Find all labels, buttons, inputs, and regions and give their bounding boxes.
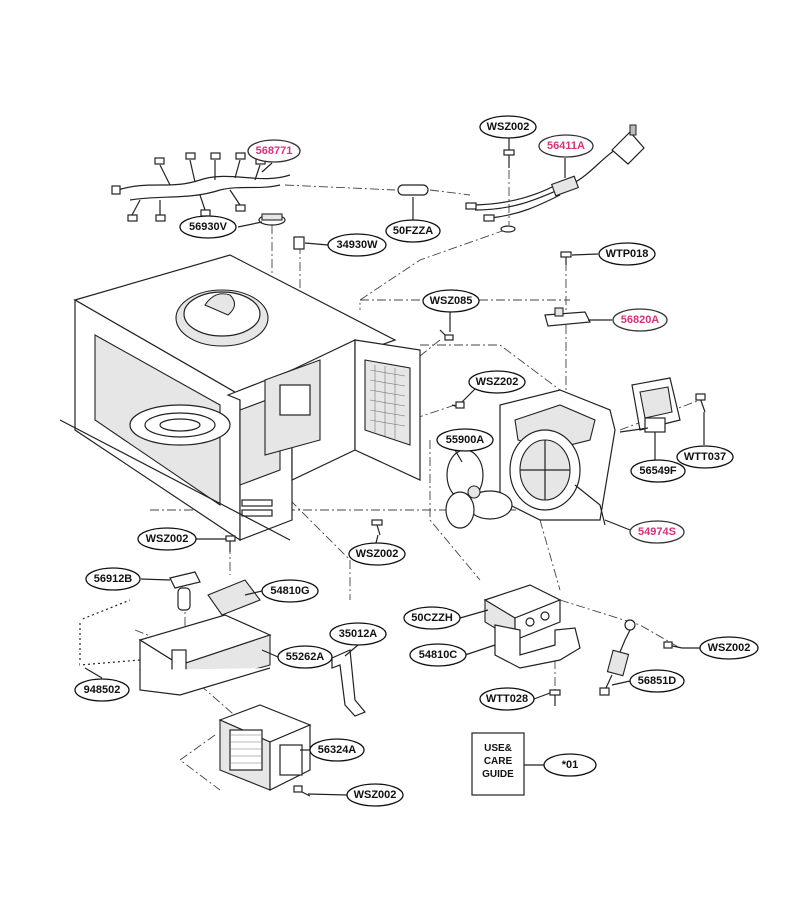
- gasket-948502: [78, 598, 141, 668]
- label-56549F: 56549F: [630, 459, 686, 483]
- svg-text:55262A: 55262A: [286, 651, 325, 663]
- screw-wtt028: [549, 689, 561, 706]
- fan-duct-part: [499, 389, 616, 526]
- guide-line-2: CARE: [484, 756, 513, 767]
- label-56912B: 56912B: [85, 567, 141, 591]
- screw-wtp018: [560, 251, 572, 265]
- label-56411A: 56411A: [538, 134, 594, 158]
- power-cord-part: [465, 124, 645, 233]
- screw-wtt037: [695, 393, 706, 413]
- fuse-part: [397, 184, 429, 196]
- magnetron-56324a: [218, 704, 312, 791]
- svg-text:WSZ002: WSZ002: [146, 533, 189, 545]
- guide-line-3: GUIDE: [482, 769, 514, 780]
- screw-wsz002-left: [225, 535, 236, 552]
- diode-56851d: [599, 619, 636, 696]
- svg-text:56549F: 56549F: [639, 465, 677, 477]
- thermostat-part: [258, 213, 286, 226]
- screw-wsz002-bottom: [293, 785, 311, 797]
- microwave-cavity-part: [59, 254, 421, 542]
- label-54810C: 54810C: [409, 643, 467, 667]
- label-WTP018: WTP018: [598, 242, 656, 266]
- svg-text:WSZ085: WSZ085: [430, 295, 473, 307]
- fan-blade-part: [445, 449, 513, 529]
- bracket-54810c: [494, 624, 581, 669]
- label-56851D: 56851D: [629, 669, 685, 693]
- label-54810G: 54810G: [261, 579, 319, 603]
- svg-text:WSZ002: WSZ002: [356, 548, 399, 560]
- label-56930V: 56930V: [179, 215, 237, 239]
- label-35012A: 35012A: [329, 622, 387, 646]
- thermal-fuse-56912b: [169, 571, 201, 611]
- label-56820A: 56820A: [612, 308, 668, 332]
- label-WSZ202: WSZ202: [468, 370, 526, 394]
- label-50FZZA: 50FZZA: [385, 219, 441, 243]
- svg-text:WTP018: WTP018: [606, 248, 649, 260]
- screw-wsz002-right: [663, 641, 683, 649]
- svg-text:55900A: 55900A: [446, 434, 485, 446]
- svg-text:*01: *01: [562, 759, 579, 771]
- bracket-35012a: [331, 649, 366, 717]
- svg-text:54810G: 54810G: [270, 585, 309, 597]
- plate-54810g: [207, 579, 261, 616]
- label-34930W: 34930W: [327, 233, 387, 257]
- wire-harness-part: [111, 152, 291, 222]
- label-WSZ002-left: WSZ002: [137, 527, 197, 551]
- label-WSZ002-mid: WSZ002: [348, 542, 406, 566]
- label-connectors: [84, 137, 705, 796]
- screw-wsz085: [439, 329, 454, 341]
- label-WSZ002-bottom: WSZ002: [346, 783, 404, 807]
- svg-text:WSZ002: WSZ002: [354, 789, 397, 801]
- svg-text:34930W: 34930W: [337, 239, 379, 251]
- svg-text:56820A: 56820A: [621, 314, 660, 326]
- fan-motor-part: [619, 377, 681, 433]
- label-55262A: 55262A: [277, 645, 333, 669]
- label-56324A: 56324A: [309, 738, 365, 762]
- svg-text:50CZZH: 50CZZH: [411, 612, 453, 624]
- label-WSZ002-right: WSZ002: [699, 636, 759, 660]
- label-WSZ085: WSZ085: [422, 289, 480, 313]
- svg-text:56411A: 56411A: [547, 140, 585, 152]
- svg-text:WTT037: WTT037: [684, 451, 726, 463]
- svg-text:54974S: 54974S: [638, 526, 676, 538]
- svg-text:35012A: 35012A: [339, 628, 378, 640]
- svg-text:WSZ202: WSZ202: [476, 376, 519, 388]
- screw-top: [503, 149, 515, 168]
- bracket-56820a: [544, 307, 591, 327]
- svg-text:568771: 568771: [256, 145, 293, 157]
- label-WTT037: WTT037: [676, 445, 734, 469]
- label-01: *01: [543, 753, 597, 777]
- guide-line-1: USE&: [484, 743, 512, 754]
- svg-text:WSZ002: WSZ002: [708, 642, 751, 654]
- label-568771: 568771: [247, 139, 301, 163]
- label-50CZZH: 50CZZH: [403, 606, 461, 630]
- screw-wsz002-mid: [371, 519, 383, 536]
- use-care-guide-book: USE& CARE GUIDE: [471, 732, 525, 796]
- label-54974S: 54974S: [629, 520, 685, 544]
- label-WTT028: WTT028: [479, 687, 535, 711]
- svg-text:50FZZA: 50FZZA: [393, 225, 433, 237]
- screw-wsz202: [451, 401, 465, 409]
- svg-text:WTT028: WTT028: [486, 693, 528, 705]
- svg-text:54810C: 54810C: [419, 649, 458, 661]
- svg-text:56930V: 56930V: [189, 221, 228, 233]
- switch-part: [293, 236, 305, 250]
- transformer-cover-55262a: [138, 614, 272, 696]
- svg-text:948502: 948502: [84, 684, 121, 696]
- label-WSZ002-top: WSZ002: [479, 115, 537, 139]
- svg-text:56912B: 56912B: [94, 573, 133, 585]
- svg-text:56851D: 56851D: [638, 675, 677, 687]
- svg-text:56324A: 56324A: [318, 744, 357, 756]
- label-948502: 948502: [74, 678, 130, 702]
- svg-text:WSZ002: WSZ002: [487, 121, 530, 133]
- label-55900A: 55900A: [436, 428, 494, 452]
